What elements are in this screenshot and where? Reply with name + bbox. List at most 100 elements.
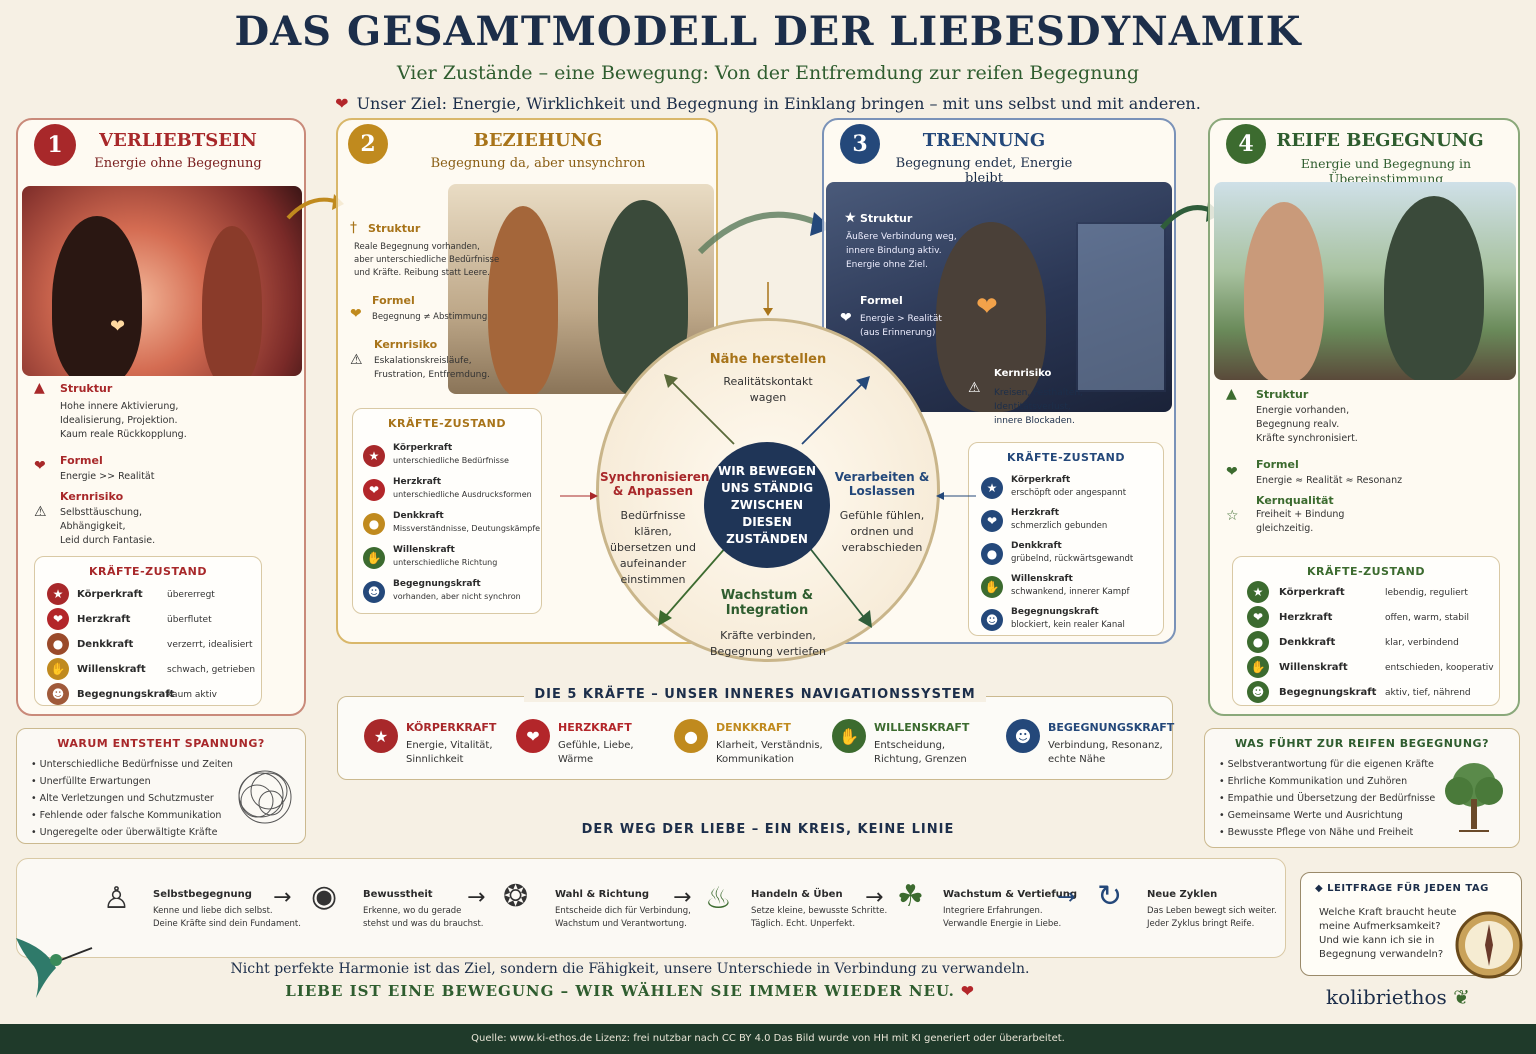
circle-left-body: Bedürfnisse klären, übersetzen und aufei… [610,509,696,586]
struktur-line: Energie vorhanden, [1256,405,1350,416]
broken-heart-icon: ❤ [350,306,362,322]
cycle-icon: ↻ [1097,879,1123,914]
formel-text: Energie ≈ Realität ≈ Resonanz [1256,475,1403,486]
risiko-label: Kernrisiko [994,368,1052,379]
people-icon: ☻ [363,581,385,603]
formel-text: (aus Erinnerung) [860,328,936,338]
kraft-name: Herzkraft [77,614,131,625]
warning-icon: ⚠ [34,504,47,520]
risiko-line: Selbsttäuschung, [60,507,143,518]
heart-icon: ❤ [1247,606,1269,628]
formel-text: Energie > Realität [860,314,942,324]
hand-icon: ✋ [1247,656,1269,678]
force-name: HERZKRAFT [558,721,632,734]
spannung-item: • Ungeregelte oder überwältigte Kräfte [31,827,218,838]
glowing-heart-icon: ❤ [976,292,998,322]
step-text: Jeder Zyklus bringt Reife. [1147,919,1255,929]
step-text: stehst und was du brauchst. [363,919,484,929]
warning-icon: ⚠ [968,380,981,396]
weg-der-liebe-panel: ♙ Selbstbegegnung Kenne und liebe dich s… [16,858,1286,958]
circle-core-text: WIR BEWEGEN UNS STÄNDIG ZWISCHEN DIESEN … [704,442,830,568]
body-icon: ★ [363,445,385,467]
body-icon: ★ [47,583,69,605]
heart-icon: ❤ [961,982,975,1000]
state-title: REIFE BEGEGNUNG [1276,130,1484,151]
risiko-line: Kreisen, Festhalten, [994,388,1083,398]
brain-icon: ● [363,513,385,535]
state-number: 1 [34,124,76,166]
reife-item: • Bewusste Pflege von Nähe und Freiheit [1219,827,1414,838]
step-title: Wahl & Richtung [555,889,650,900]
kraft-value: schmerzlich gebunden [1011,521,1108,531]
eye-icon: ◉ [311,879,338,914]
force-desc: Verbindung, Resonanz, [1048,740,1163,751]
step-text: Erkenne, wo du gerade [363,906,462,916]
kraft-name: Körperkraft [77,589,143,600]
kraft-value: offen, warm, stabil [1385,613,1470,623]
kraft-value: unterschiedliche Richtung [393,558,498,567]
struktur-label: Struktur [60,382,113,395]
structure-icon: ▲ [34,380,45,396]
formel-label: Formel [60,454,103,467]
force-name: BEGEGNUNGSKRAFT [1048,721,1175,734]
step-text: Setze kleine, bewusste Schritte. [751,906,888,916]
woman-figure [1244,202,1324,380]
warning-icon: ⚠ [350,352,363,368]
risiko-line: Abhängigkeit, [60,521,126,532]
weg-title: DER WEG DER LIEBE – EIN KREIS, KEINE LIN… [581,822,955,837]
struktur-label: Struktur [860,212,913,225]
reife-title: WAS FÜHRT ZUR REIFEN BEGEGNUNG? [1235,737,1489,750]
goal-text: Unser Ziel: Energie, Wirklichkeit und Be… [356,94,1201,113]
scene-image-reife-begegnung [1214,182,1516,380]
step-text: Wachstum und Verantwortung. [555,919,687,929]
hummingbird-icon [16,938,93,998]
force-desc: echte Nähe [1048,754,1106,765]
closing-motto: LIEBE IST EINE BEWEGUNG – WIR WÄHLEN SIE… [285,982,975,1000]
brain-icon: ● [674,719,708,753]
risiko-line: innere Blockaden. [994,416,1075,426]
kraft-name: Herzkraft [393,477,442,487]
kraefte-title: KRÄFTE-ZUSTAND [1307,565,1425,578]
kraft-value: schwach, getrieben [167,665,256,675]
kraft-value: entschieden, kooperativ [1385,663,1494,673]
kraft-value: Missverständnisse, Deutungskämpfe [393,524,541,533]
kraft-name: Begegnungskraft [77,689,175,700]
woman-figure [202,226,262,376]
leitfrage-line: Welche Kraft braucht heute [1319,907,1457,918]
hand-icon: ✋ [832,719,866,753]
kraft-value: kaum aktiv [167,690,217,700]
down-arrow [763,282,773,316]
kraft-name: Willenskraft [393,545,455,555]
star-icon: ☆ [1226,508,1239,524]
risiko-label: Kernrisiko [60,490,124,503]
state-subtitle: Energie ohne Begegnung [94,156,262,171]
struktur-label: Struktur [368,222,421,235]
formel-label: Formel [372,294,415,307]
page-subtitle: Vier Zustände – eine Bewegung: Von der E… [396,62,1140,84]
brain-icon: ● [981,543,1003,565]
kraft-value: lebendig, reguliert [1385,588,1468,598]
brain-icon: ● [1247,631,1269,653]
broken-heart-icon: ❤ [840,310,852,326]
circle-left-title: Synchronisieren & Anpassen [600,470,710,498]
people-icon: ☻ [1247,681,1269,703]
tangled-lines-icon [238,770,292,824]
kraft-value: erschöpft oder angespannt [1011,488,1127,498]
risiko-label: Kernrisiko [374,338,438,351]
footer-credit: Quelle: www.ki-ethos.de Lizenz: frei nut… [0,1024,1536,1054]
step-text: Deine Kräfte sind dein Fundament. [153,919,301,929]
body-icon: ★ [981,477,1003,499]
force-desc: Richtung, Grenzen [874,754,967,765]
step-title: Neue Zyklen [1147,889,1218,900]
structure-icon: ▲ [1226,386,1237,402]
sprout-icon: ☘ [897,879,924,914]
reife-item: • Ehrliche Kommunikation und Zuhören [1219,776,1408,787]
kernqualitaet-line: Freiheit + Bindung [1256,509,1345,520]
leaf-icon: ❦ [1453,985,1470,1009]
step-title: Selbstbegegnung [153,889,252,900]
spannung-item: • Fehlende oder falsche Kommunikation [31,810,222,821]
step-text: Täglich. Echt. Unperfekt. [751,919,856,929]
kraft-value: blockiert, kein realer Kanal [1011,620,1125,630]
kraefte-panel: KRÄFTE-ZUSTAND ★ Körperkraft übererregt … [34,556,262,706]
heart-icon: ❤ [47,608,69,630]
